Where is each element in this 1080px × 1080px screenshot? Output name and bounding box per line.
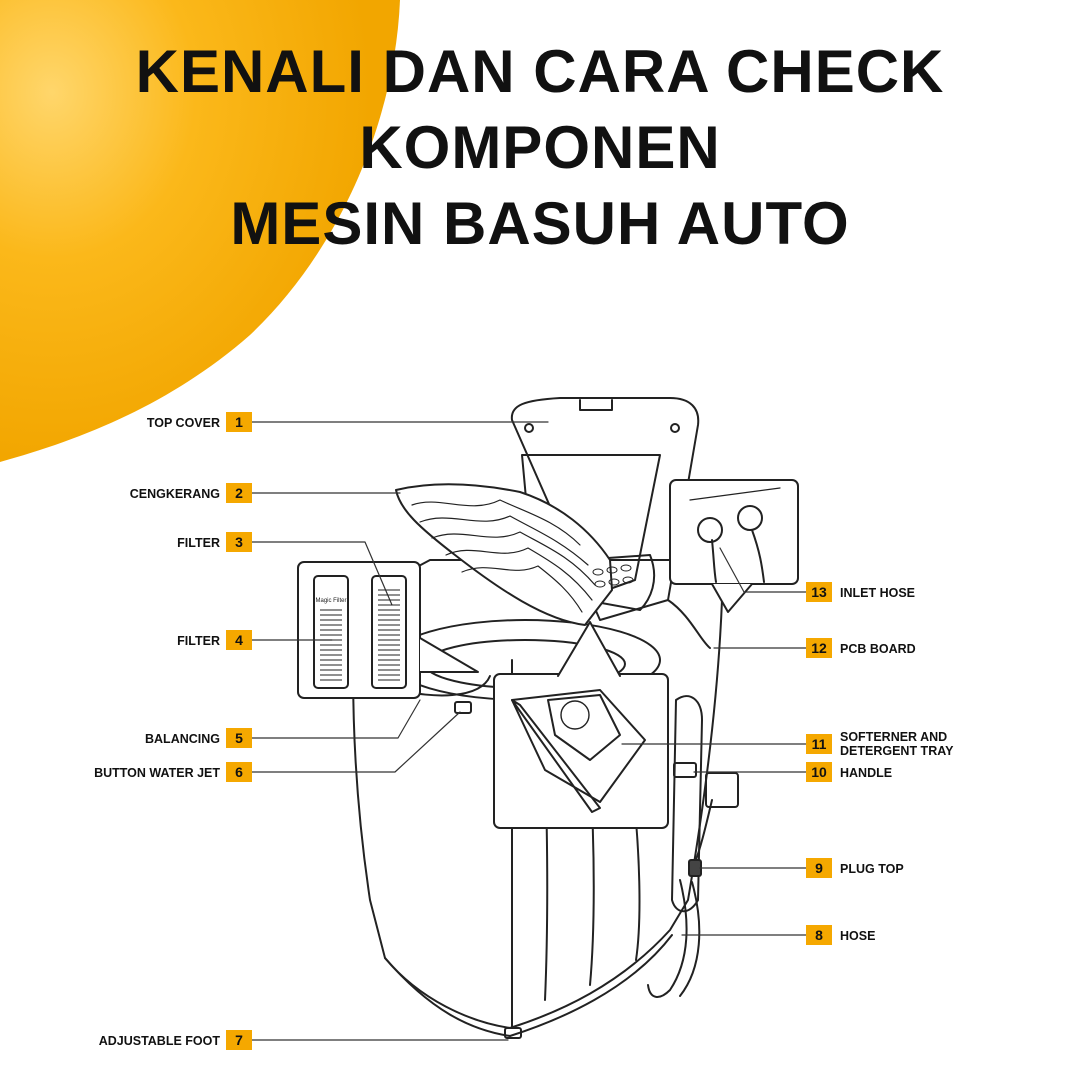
- drain-hose-b: [679, 881, 701, 997]
- filter-label-text: Magic Filter: [315, 598, 346, 604]
- drain-hose-a: [647, 879, 688, 998]
- filter-left: [313, 575, 349, 689]
- wall-socket: [705, 772, 739, 808]
- badge-8: 8: [806, 925, 832, 945]
- filter-right: [371, 575, 407, 689]
- side-panel: [671, 695, 703, 913]
- adjustable-foot-shape: [504, 1027, 522, 1039]
- label-inlet-hose: INLET HOSE: [840, 586, 916, 600]
- control-button: [594, 580, 606, 588]
- control-button: [620, 564, 632, 572]
- lid-frame: [510, 397, 700, 621]
- control-panel-buttons: [592, 564, 634, 588]
- handle-shape: [673, 762, 697, 778]
- lid-hole-right: [670, 423, 680, 433]
- inlet-inset-box: [669, 479, 799, 585]
- control-button: [592, 568, 604, 576]
- tray-compartment: [547, 694, 621, 761]
- lid-handle: [579, 399, 613, 411]
- label-filter-3: FILTER: [177, 536, 220, 550]
- badge-3: 3: [226, 532, 252, 552]
- label-adjustable-foot: ADJUSTABLE FOOT: [98, 1034, 220, 1048]
- label-pcb-board: PCB BOARD: [840, 642, 916, 656]
- inlet-valve-left: [697, 517, 723, 543]
- cengkerang-wave-3: [431, 531, 596, 586]
- tray-drawer: [511, 689, 646, 803]
- leader-13: [719, 547, 807, 593]
- label-plug-top: PLUG TOP: [840, 862, 904, 876]
- tray-fan: [560, 700, 590, 730]
- body-bottom-edge: [384, 934, 673, 1037]
- title-line-2: KOMPONEN: [359, 114, 721, 181]
- filter-inset-pointer: [419, 637, 479, 673]
- label-cengkerang: CENGKERANG: [129, 487, 220, 501]
- badge-5: 5: [226, 728, 252, 748]
- lid-hole-left: [524, 423, 534, 433]
- badge-6: 6: [226, 762, 252, 782]
- control-button: [622, 576, 634, 584]
- cengkerang-shape: [395, 483, 613, 626]
- inlet-wall-line: [689, 487, 781, 501]
- leader-6: [251, 711, 461, 773]
- label-hose: HOSE: [840, 929, 876, 943]
- label-button-water-jet: BUTTON WATER JET: [94, 766, 220, 780]
- badge-12: 12: [806, 638, 832, 658]
- filter-mesh-group: [320, 589, 400, 681]
- badge-4: 4: [226, 630, 252, 650]
- label-balancing: BALANCING: [145, 732, 220, 746]
- cengkerang-wave-5: [461, 565, 583, 613]
- pcb-edge: [667, 599, 711, 649]
- plug-top-shape: [688, 859, 702, 877]
- label-softener-line-2: DETERGENT TRAY: [840, 744, 954, 758]
- title-line-3: MESIN BASUH AUTO: [230, 190, 850, 257]
- water-jet-button: [454, 701, 472, 714]
- control-button: [606, 566, 618, 574]
- label-top-cover: TOP COVER: [146, 416, 220, 430]
- badge-2: 2: [226, 483, 252, 503]
- cengkerang-wave-1: [411, 499, 581, 546]
- control-button: [608, 578, 620, 586]
- leader-3: [251, 541, 393, 606]
- tray-inset-pointer: [557, 621, 621, 677]
- badge-1: 1: [226, 412, 252, 432]
- label-softener-line-1: SOFTERNER AND: [840, 730, 948, 744]
- title-line-1: KENALI DAN CARA CHECK: [135, 38, 945, 105]
- cengkerang-wave-4: [445, 547, 593, 601]
- label-handle: HANDLE: [840, 766, 893, 780]
- background-blob: [0, 0, 400, 462]
- badge-13: 13: [806, 582, 832, 602]
- tray-front: [511, 699, 601, 813]
- leader-5: [251, 699, 421, 739]
- badge-9: 9: [806, 858, 832, 878]
- label-filter-4: FILTER: [177, 634, 220, 648]
- badge-11: 11: [806, 734, 832, 754]
- badge-10: 10: [806, 762, 832, 782]
- badge-7: 7: [226, 1030, 252, 1050]
- inlet-valve-right: [737, 505, 763, 531]
- inlet-pipe-left: [711, 539, 717, 583]
- cengkerang-wave-2: [419, 515, 589, 566]
- inlet-inset-pointer: [711, 583, 753, 613]
- control-panel: [579, 554, 656, 611]
- inlet-pipe-right: [751, 529, 765, 583]
